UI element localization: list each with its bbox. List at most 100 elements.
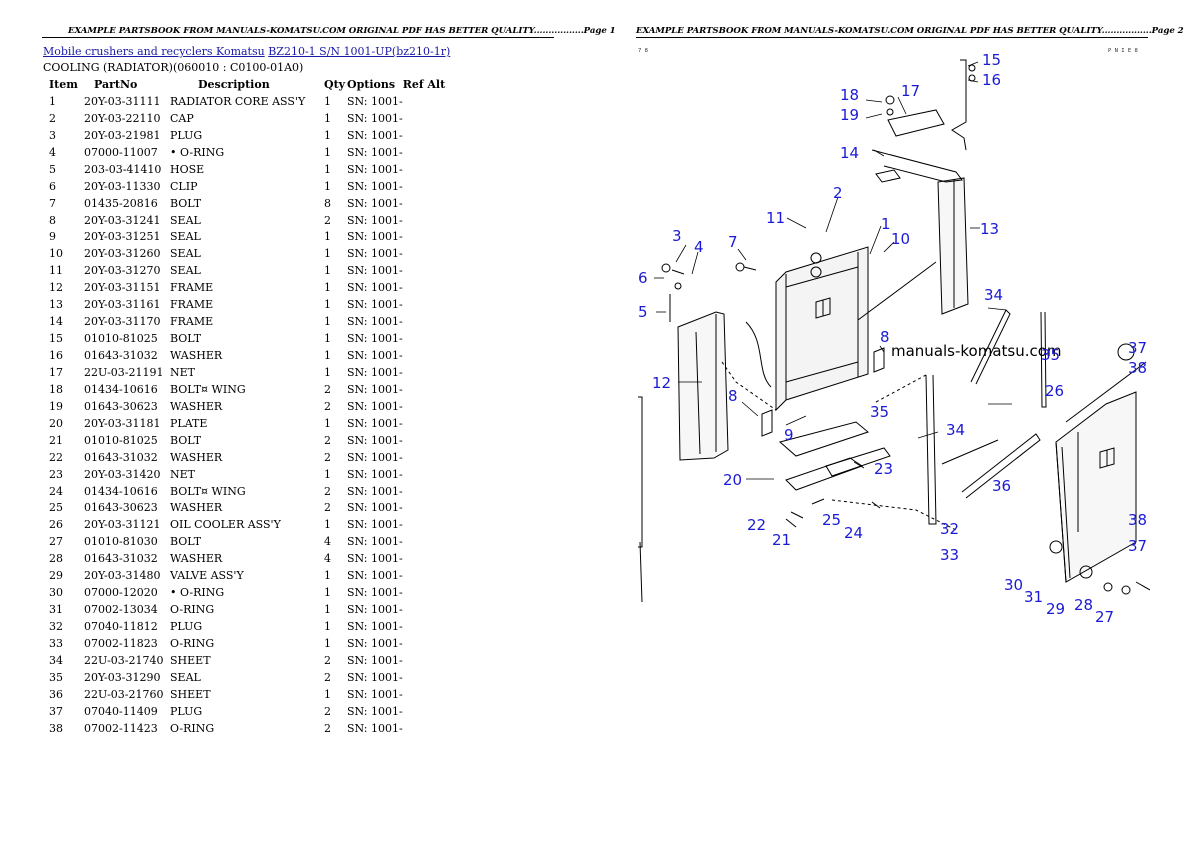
callout-14: 14 bbox=[840, 144, 859, 162]
item-cell: 5 bbox=[49, 162, 56, 176]
callout-28: 28 bbox=[1074, 596, 1093, 614]
options-cell: SN: 1001- bbox=[347, 399, 403, 413]
partno-cell: 07000-11007 bbox=[84, 145, 158, 159]
options-cell: SN: 1001- bbox=[347, 552, 403, 566]
ref-alt-cell bbox=[403, 398, 451, 415]
ref-alt-cell bbox=[403, 466, 451, 483]
ref-alt-cell bbox=[403, 330, 451, 347]
callout-17: 17 bbox=[901, 82, 920, 100]
callout-9: 9 bbox=[784, 426, 794, 444]
qty-cell: 2 bbox=[324, 382, 331, 396]
options-cell: SN: 1001- bbox=[347, 382, 403, 396]
item-cell: 9 bbox=[49, 230, 56, 244]
partno-cell: 01434-10616 bbox=[84, 484, 158, 498]
description-cell: WASHER bbox=[170, 501, 223, 515]
item-cell: 18 bbox=[49, 382, 63, 396]
description-cell: BOLT¤ WING bbox=[170, 382, 246, 396]
qty-cell: 2 bbox=[324, 399, 331, 413]
partno-cell: 07040-11812 bbox=[84, 620, 158, 634]
ref-alt-cell bbox=[403, 364, 451, 381]
callout-33: 33 bbox=[940, 546, 959, 564]
item-cell: 36 bbox=[49, 687, 63, 701]
item-cell: 6 bbox=[49, 179, 56, 193]
ref-alt-cell bbox=[403, 212, 451, 229]
qty-cell: 1 bbox=[324, 518, 331, 532]
callout-25: 25 bbox=[822, 511, 841, 529]
item-cell: 33 bbox=[49, 636, 63, 650]
column-header-options: Options bbox=[347, 78, 396, 91]
ref-alt-cell bbox=[403, 93, 451, 110]
callout-34a: 34 bbox=[984, 286, 1003, 304]
callout-37a: 37 bbox=[1128, 339, 1147, 357]
description-cell: BOLT bbox=[170, 196, 202, 210]
ref-alt-cell bbox=[403, 432, 451, 449]
breadcrumb-link-model[interactable]: BZ210-1 S/N 1001-UP(bz210-1r) bbox=[268, 45, 451, 58]
partno-cell: 203-03-41410 bbox=[84, 162, 162, 176]
callout-10: 10 bbox=[891, 230, 910, 248]
options-cell: SN: 1001- bbox=[347, 653, 403, 667]
item-cell: 27 bbox=[49, 535, 63, 549]
options-cell: SN: 1001- bbox=[347, 467, 403, 481]
callout-6: 6 bbox=[638, 269, 648, 287]
options-cell: SN: 1001- bbox=[347, 145, 403, 159]
item-cell: 19 bbox=[49, 399, 63, 413]
ref-alt-cell bbox=[403, 669, 451, 686]
description-cell: WASHER bbox=[170, 399, 223, 413]
options-cell: SN: 1001- bbox=[347, 298, 403, 312]
partno-cell: 01010-81025 bbox=[84, 433, 158, 447]
options-cell: SN: 1001- bbox=[347, 196, 403, 210]
item-cell: 3 bbox=[49, 128, 56, 142]
ref-alt-cell bbox=[403, 110, 451, 127]
qty-cell: 1 bbox=[324, 416, 331, 430]
ref-alt-cell bbox=[403, 584, 451, 601]
partno-cell: 20Y-03-31151 bbox=[84, 281, 161, 295]
partno-cell: 20Y-03-31170 bbox=[84, 315, 161, 329]
partno-cell: 01643-30623 bbox=[84, 501, 158, 515]
options-cell: SN: 1001- bbox=[347, 433, 403, 447]
ref-alt-cell bbox=[403, 483, 451, 500]
ref-alt-cell bbox=[403, 703, 451, 720]
breadcrumb-link-catalog[interactable]: Mobile crushers and recyclers Komatsu bbox=[43, 45, 265, 58]
description-cell: CLIP bbox=[170, 179, 198, 193]
qty-cell: 1 bbox=[324, 636, 331, 650]
qty-cell: 2 bbox=[324, 653, 331, 667]
qty-cell: 2 bbox=[324, 213, 331, 227]
item-cell: 35 bbox=[49, 670, 63, 684]
callout-8b: 8 bbox=[728, 387, 738, 405]
description-cell: BOLT bbox=[170, 332, 202, 346]
callout-3: 3 bbox=[672, 227, 682, 245]
options-cell: SN: 1001- bbox=[347, 281, 403, 295]
description-cell: NET bbox=[170, 467, 195, 481]
parts-table: Item PartNo Description Qty Options Ref … bbox=[43, 76, 451, 737]
ref-alt-cell bbox=[403, 686, 451, 703]
qty-cell: 1 bbox=[324, 128, 331, 142]
item-cell: 29 bbox=[49, 569, 63, 583]
item-cell: 32 bbox=[49, 620, 63, 634]
options-cell: SN: 1001- bbox=[347, 535, 403, 549]
partno-cell: 20Y-03-22110 bbox=[84, 111, 161, 125]
qty-cell: 2 bbox=[324, 721, 331, 735]
description-cell: O-RING bbox=[170, 721, 215, 735]
ref-alt-cell bbox=[403, 127, 451, 144]
callout-1: 1 bbox=[881, 215, 891, 233]
description-cell: RADIATOR CORE ASS'Y bbox=[170, 94, 306, 108]
page-2-header-rule bbox=[636, 37, 1148, 38]
item-cell: 16 bbox=[49, 349, 63, 363]
